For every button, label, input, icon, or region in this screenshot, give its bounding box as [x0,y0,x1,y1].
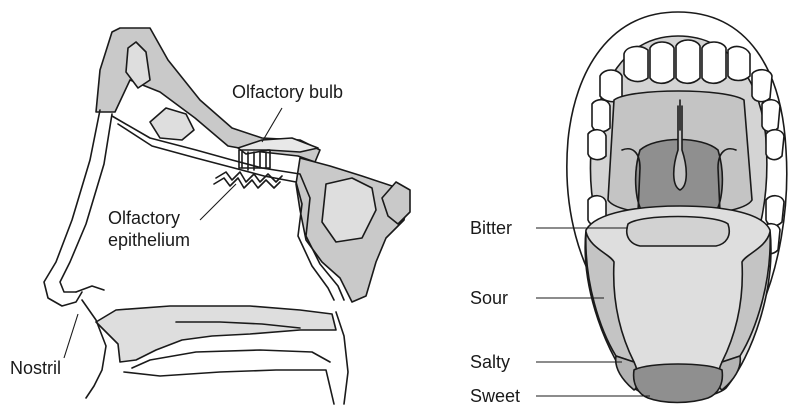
tooth [676,40,700,83]
nasal-bridge-inner [60,114,112,292]
tooth [624,47,648,82]
label-sour: Sour [470,288,508,308]
label-olfactory-bulb: Olfactory bulb [232,82,343,102]
tongue-back [132,350,330,368]
tooth [766,130,784,160]
tooth [650,42,674,83]
tooth [592,100,610,132]
label-nostril: Nostril [10,358,61,378]
tooth [588,130,606,160]
olfactory-bulb-leader [262,108,282,142]
hard-palate [96,306,336,362]
olfactory-epithelium-leader [200,184,236,220]
soft-palate [336,312,348,404]
tooth [766,196,784,226]
label-bitter: Bitter [470,218,512,238]
upper-lip [82,300,106,398]
tooth [728,47,750,81]
open-mouth [567,12,787,403]
nostril-leader [64,314,78,358]
pharynx-wall [124,370,334,404]
label-olfactory-epithelium-line2: epithelium [108,230,190,250]
label-salty: Salty [470,352,510,372]
taste-zone-sweet [634,364,723,403]
label-sweet: Sweet [470,386,520,406]
tooth [702,42,726,83]
tooth [762,100,780,132]
olfactory-epithelium [214,172,282,188]
taste-zone-bitter [627,217,730,247]
tooth [752,70,772,102]
nasal-cavity-cross-section [44,28,410,404]
nostril-opening [76,286,104,292]
label-olfactory-epithelium-line1: Olfactory [108,208,180,228]
